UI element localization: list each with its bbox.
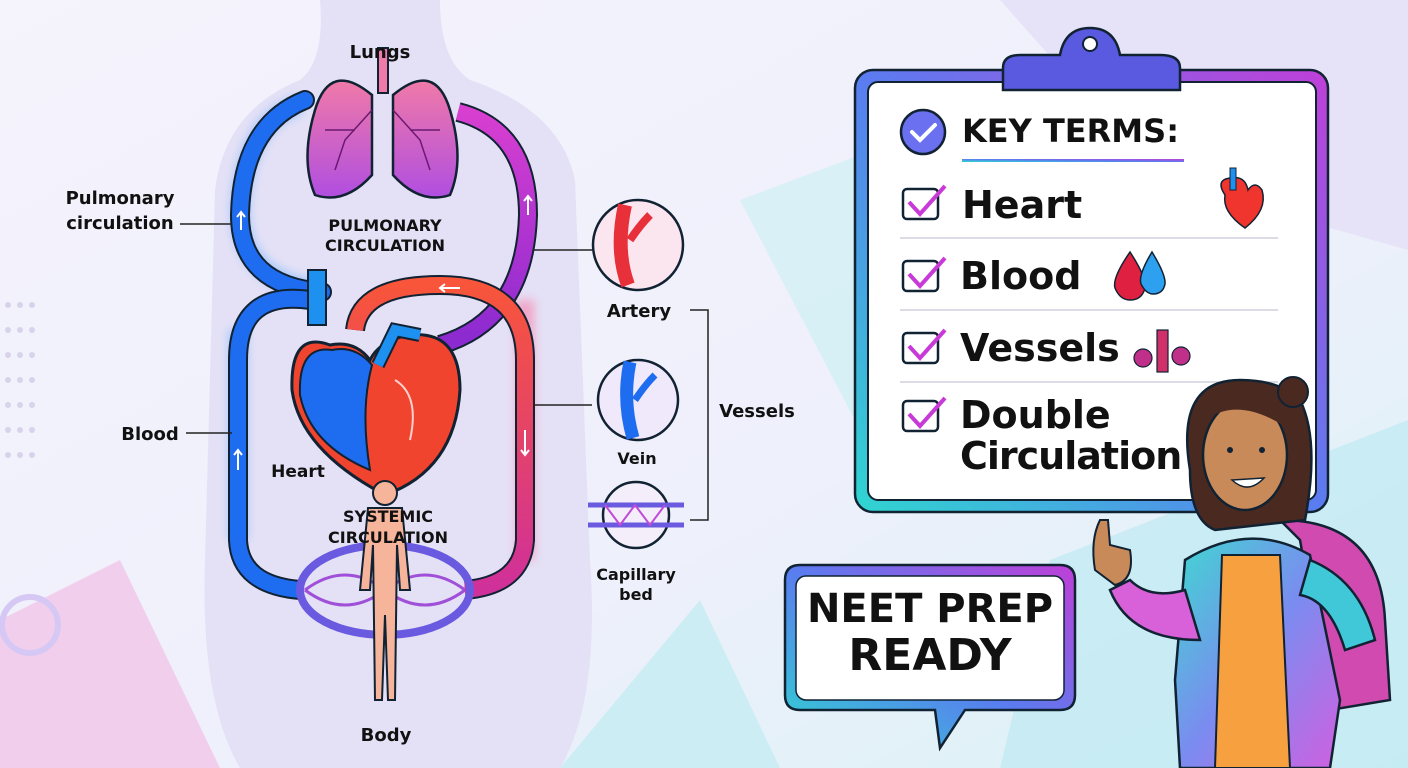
dot-grid [5,302,35,458]
bubble-line-2: READY [848,630,1012,681]
leader-lines [180,223,709,521]
student-character [1092,376,1392,768]
capillary-bed-icon [588,480,684,550]
checkboxes [901,184,947,433]
pulmonary-side-label-1: Pulmonary [66,188,175,209]
title-check-icon [899,108,947,156]
term-blood: Blood [960,254,1082,298]
pulmonary-center-label-1: PULMONARY [328,216,442,235]
vein-icon [596,358,680,442]
systemic-label-2: CIRCULATION [328,528,448,547]
artery-icon [591,198,685,292]
heart-icon [1220,167,1264,229]
capillary-label-2: bed [619,585,653,604]
lungs-illustration [306,47,459,199]
term-heart: Heart [962,183,1083,227]
body-figure-icon [358,480,412,701]
bubble-line-1: NEET PREP [806,586,1054,632]
title-underline [962,159,1184,162]
capillary-label-1: Capillary [596,565,676,584]
thumbs-up-hand [1092,519,1132,587]
vessels-icon [1133,329,1191,373]
checkbox-vessels[interactable] [901,328,947,365]
key-terms-title: KEY TERMS: [962,112,1179,150]
pulmonary-center-label-2: CIRCULATION [325,236,445,255]
checkbox-double-circulation[interactable] [901,396,947,433]
checkbox-blood[interactable] [901,256,947,293]
flow-arrows [233,194,533,470]
clipboard-clip [1001,26,1182,92]
pulmonary-side-label-2: circulation [66,213,173,234]
heart-illustration [290,269,462,497]
row-dividers [900,237,1278,383]
blood-label: Blood [121,424,179,445]
term-vessels: Vessels [960,326,1120,370]
heart-label: Heart [271,462,325,482]
blood-drops-icon [1113,250,1166,301]
term-circulation: Circulation [960,434,1182,478]
term-double: Double [960,393,1111,437]
bg-ring [0,594,61,656]
bg-shape [560,600,780,768]
checkbox-heart[interactable] [901,184,947,221]
vein-label: Vein [617,449,656,468]
systemic-label-1: SYSTEMIC [343,507,433,526]
lungs-label: Lungs [350,42,411,63]
artery-label: Artery [607,301,671,322]
vessels-label: Vessels [719,401,795,422]
body-label: Body [361,725,412,746]
